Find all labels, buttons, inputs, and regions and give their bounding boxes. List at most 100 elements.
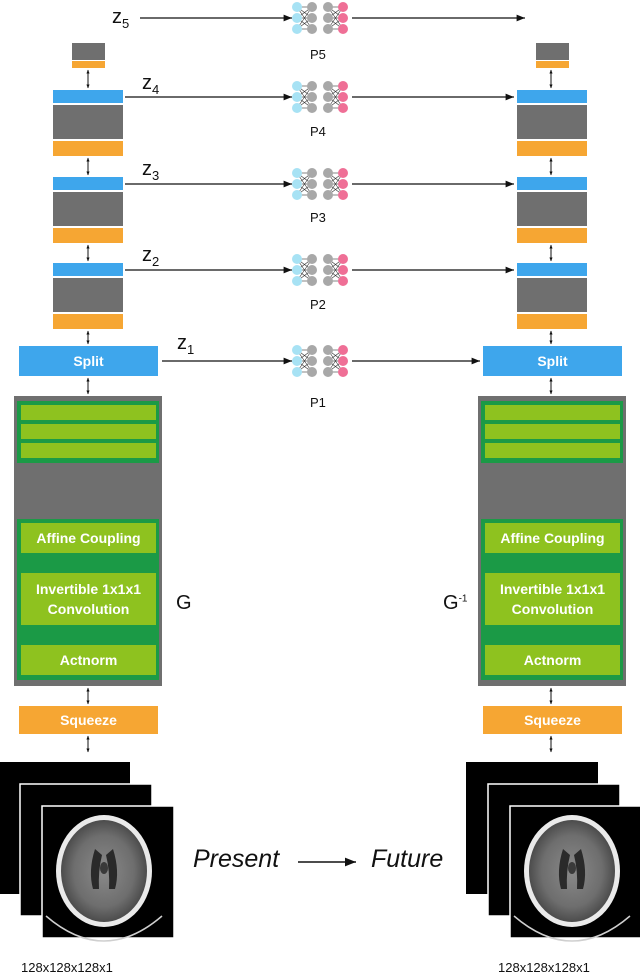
ventricle-right [106, 849, 118, 889]
network-node [338, 356, 348, 366]
level3-orange-r [517, 228, 587, 243]
network-node [307, 276, 317, 286]
network-node [292, 24, 302, 34]
network-node [307, 24, 317, 34]
ventricle-right [574, 849, 586, 889]
network-node [323, 276, 333, 286]
network-node [307, 103, 317, 113]
dims-left: 128x128x128x1 [21, 960, 113, 975]
prior-network-p5 [292, 2, 348, 34]
network-node [292, 190, 302, 200]
network-node [338, 168, 348, 178]
squeeze-block-right: Squeeze [483, 706, 622, 734]
level2-gray-r [517, 278, 587, 312]
ct-stack-right [466, 762, 640, 942]
prior-network-p3 [292, 168, 348, 200]
affine-coupling-right: Affine Coupling [485, 523, 620, 553]
level3-blue [53, 177, 123, 190]
level4-orange-r [517, 141, 587, 156]
z4-label: z4 [142, 72, 160, 97]
level3-gray [53, 192, 123, 226]
z3-label: z3 [142, 158, 160, 183]
network-node [323, 254, 333, 264]
network-node [338, 190, 348, 200]
network-node [307, 190, 317, 200]
network-node [338, 103, 348, 113]
network-node [338, 2, 348, 12]
network-node [307, 356, 317, 366]
level3-gray-r [517, 192, 587, 226]
network-node [292, 13, 302, 23]
prior-network-p1 [292, 345, 348, 377]
level3-blue-r [517, 177, 587, 190]
affine-coupling-left: Affine Coupling [21, 523, 156, 553]
level4-blue [53, 90, 123, 103]
network-node [292, 81, 302, 91]
third-ventricle [568, 862, 576, 874]
p3-label: P3 [310, 210, 326, 225]
p4-label: P4 [310, 124, 326, 139]
top-gray-block-r [536, 43, 569, 60]
network-node [338, 179, 348, 189]
top-orange-block-r [536, 61, 569, 68]
level2-gray [53, 278, 123, 312]
network-node [292, 254, 302, 264]
network-node [323, 103, 333, 113]
network-node [323, 356, 333, 366]
network-node [323, 168, 333, 178]
network-node [292, 179, 302, 189]
network-node [323, 13, 333, 23]
p5-label: P5 [310, 47, 326, 62]
squeeze-block-left: Squeeze [19, 706, 158, 734]
top-gray-block [72, 43, 105, 60]
network-node [292, 367, 302, 377]
p2-label: P2 [310, 297, 326, 312]
network-node [338, 265, 348, 275]
network-node [338, 276, 348, 286]
network-node [338, 367, 348, 377]
flow-bar1-right [485, 405, 620, 420]
network-node [323, 92, 333, 102]
ct-scan-stacks [0, 762, 640, 942]
top-orange-block [72, 61, 105, 68]
network-node [292, 356, 302, 366]
network-node [338, 24, 348, 34]
level4-gray-r [517, 105, 587, 139]
network-node [323, 179, 333, 189]
head-outline [513, 915, 631, 942]
network-node [338, 254, 348, 264]
network-node [292, 265, 302, 275]
network-node [292, 2, 302, 12]
network-node [307, 254, 317, 264]
network-node [323, 345, 333, 355]
network-node [292, 168, 302, 178]
level4-blue-r [517, 90, 587, 103]
z5-label: z5 [112, 6, 130, 31]
network-node [292, 92, 302, 102]
g-inverse-label: G-1 [443, 592, 468, 614]
network-node [307, 367, 317, 377]
network-node [323, 367, 333, 377]
future-label: Future [371, 845, 444, 873]
z2-label: z2 [142, 244, 160, 269]
network-node [307, 13, 317, 23]
level4-orange [53, 141, 123, 156]
level2-orange-r [517, 314, 587, 329]
network-node [307, 345, 317, 355]
network-node [338, 345, 348, 355]
level-arrows [125, 14, 525, 365]
level4-gray [53, 105, 123, 139]
flow-bar2-left [21, 424, 156, 439]
prior-network-p2 [292, 254, 348, 286]
g-label: G [176, 592, 192, 614]
prior-networks [292, 2, 348, 377]
network-node [338, 13, 348, 23]
level2-blue [53, 263, 123, 276]
present-label: Present [193, 845, 280, 873]
network-node [323, 81, 333, 91]
network-node [292, 276, 302, 286]
network-node [307, 92, 317, 102]
network-node [292, 345, 302, 355]
